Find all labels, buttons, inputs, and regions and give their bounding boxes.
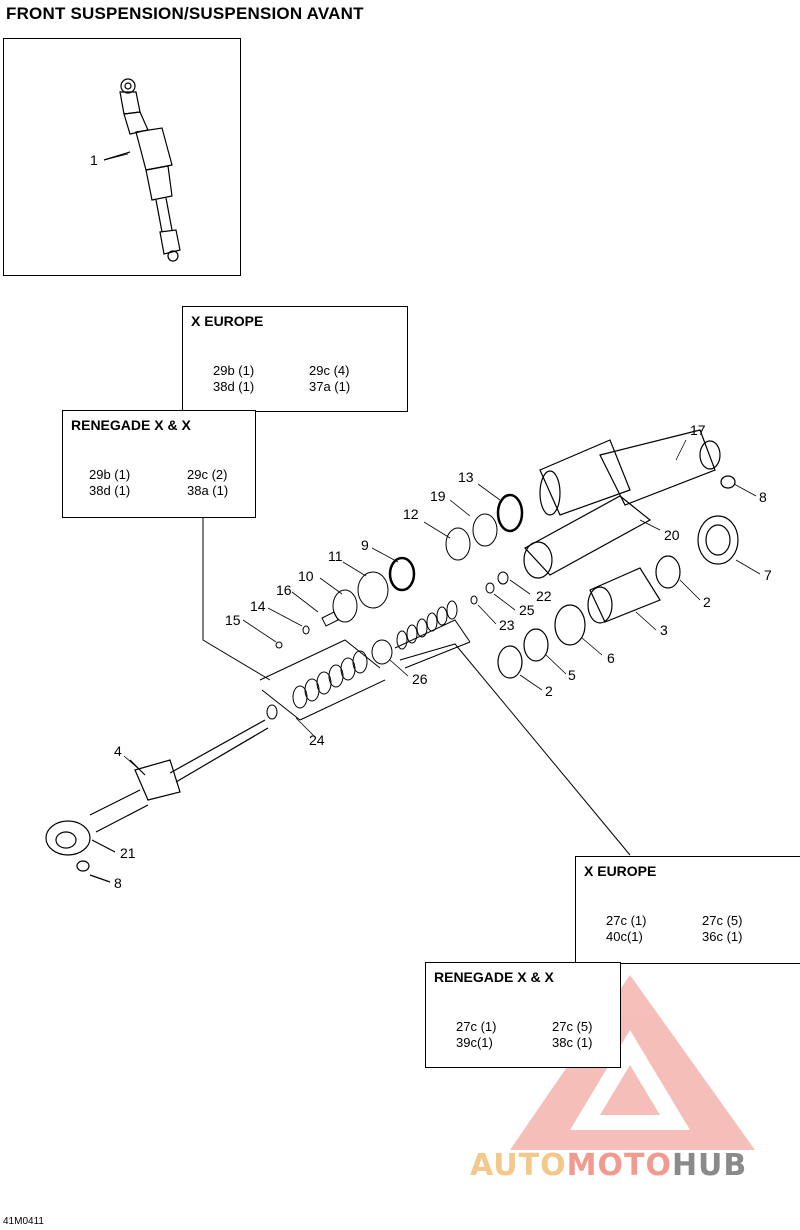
callout-4: 4	[114, 743, 122, 759]
part-ref: 27c (1)	[456, 1019, 497, 1034]
variant-box-renegade-bottom: RENEGADE X & X 27c (1) 27c (5) 39c(1) 38…	[425, 962, 621, 1068]
watermark-part: HUB	[671, 1148, 748, 1183]
variant-box-title: RENEGADE X & X	[434, 969, 554, 985]
callout-14: 14	[250, 598, 266, 614]
callout-20: 20	[664, 527, 680, 543]
variant-box-title: RENEGADE X & X	[71, 417, 191, 433]
callout-24: 24	[309, 732, 325, 748]
page-title: FRONT SUSPENSION/SUSPENSION AVANT	[6, 4, 364, 23]
callout-1: 1	[90, 152, 98, 168]
part-ref: 27c (1)	[606, 913, 647, 928]
callout-17: 17	[690, 422, 706, 438]
assembly-overview-frame	[3, 38, 241, 276]
variant-box-renegade-top: RENEGADE X & X 29b (1) 29c (2) 38d (1) 3…	[62, 410, 256, 518]
variant-box-x-europe-top: X EUROPE 29b (1) 29c (4) 38d (1) 37a (1)	[182, 306, 408, 412]
callout-2: 2	[545, 683, 553, 699]
watermark-part: MOTO	[566, 1148, 672, 1183]
part-ref: 40c(1)	[606, 929, 643, 944]
callout-21: 21	[120, 845, 136, 861]
part-ref: 38d (1)	[213, 379, 255, 394]
callout-3: 3	[660, 622, 668, 638]
watermark-logo-triangle	[510, 975, 755, 1150]
part-ref: 36c (1)	[702, 929, 743, 944]
part-ref: 27c (5)	[702, 913, 743, 928]
callout-22: 22	[536, 588, 552, 604]
spring-stack	[266, 571, 509, 720]
callout-13: 13	[458, 469, 474, 485]
part-ref: 38d (1)	[89, 483, 131, 498]
callout-15: 15	[225, 612, 241, 628]
part-ref: 29c (2)	[187, 467, 228, 482]
part-ref: 29b (1)	[89, 467, 131, 482]
callout-23: 23	[499, 617, 515, 633]
callout-26: 26	[412, 671, 428, 687]
variant-box-title: X EUROPE	[584, 863, 657, 879]
part-ref: 38c (1)	[552, 1035, 593, 1050]
shock-overview-drawing	[103, 78, 181, 262]
shock-body	[497, 429, 739, 679]
watermark-logo-text: AUTOMOTOHUB	[470, 1148, 747, 1183]
callout-9: 9	[361, 537, 369, 553]
part-ref: 37a (1)	[309, 379, 351, 394]
callout-25: 25	[519, 602, 535, 618]
callout-12: 12	[403, 506, 419, 522]
leader-lines	[202, 516, 631, 856]
part-ref: 27c (5)	[552, 1019, 593, 1034]
callout-8: 8	[114, 875, 122, 891]
callout-6: 6	[607, 650, 615, 666]
callout-leaders	[103, 153, 761, 771]
part-ref: 29b (1)	[213, 363, 255, 378]
callout-8: 8	[759, 489, 767, 505]
callout-10: 10	[298, 568, 314, 584]
drawing-code: 41M0411	[3, 1216, 44, 1227]
small-parts	[275, 493, 524, 649]
watermark-part: AUTO	[470, 1148, 567, 1183]
part-ref: 29c (4)	[309, 363, 350, 378]
part-ref: 39c(1)	[456, 1035, 493, 1050]
callout-7: 7	[764, 567, 772, 583]
callout-5: 5	[568, 667, 576, 683]
variant-box-x-europe-bottom: X EUROPE 27c (1) 27c (5) 40c(1) 36c (1)	[575, 856, 800, 964]
brackets	[259, 619, 471, 721]
callout-11: 11	[328, 548, 343, 564]
callout-2: 2	[703, 594, 711, 610]
callout-16: 16	[276, 582, 292, 598]
callout-19: 19	[430, 488, 446, 504]
shock-shaft	[45, 719, 269, 883]
variant-box-title: X EUROPE	[191, 313, 264, 329]
part-ref: 38a (1)	[187, 483, 229, 498]
